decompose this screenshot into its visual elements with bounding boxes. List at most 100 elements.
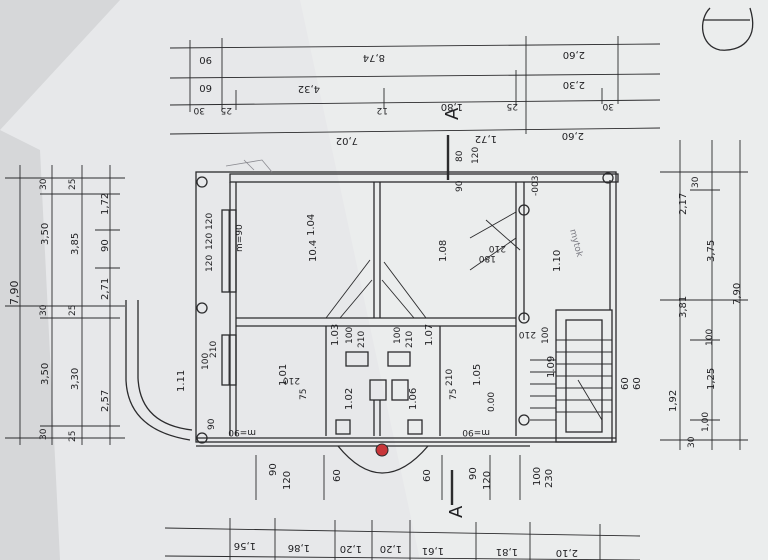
opening-label: 90 xyxy=(207,418,217,430)
section-mark-top: A xyxy=(442,107,463,120)
right-dimension-labels: 7,90 3,81 1,92 2,17 3,75 1,25 60 60 30 1… xyxy=(620,176,743,448)
dim-top-8: 25 xyxy=(221,105,232,115)
dim-left-total: 7,90 xyxy=(8,281,21,306)
dim-top-10: 1,80 xyxy=(441,101,463,112)
dim-bottom-7: 2,10 xyxy=(556,547,578,558)
opening-label: 100 xyxy=(345,327,355,344)
column-marker xyxy=(518,204,530,216)
room-label: 1.11 xyxy=(176,370,187,392)
column-marker xyxy=(518,414,530,426)
dim-left-b2: 3,85 xyxy=(70,233,81,255)
annotation: -003 xyxy=(531,176,541,196)
dim-left-a3: 30 xyxy=(39,304,49,316)
left-windows xyxy=(221,209,237,386)
room-label: 1.07 xyxy=(424,324,435,346)
door-swings xyxy=(325,211,521,319)
opening-label: 210 xyxy=(283,375,300,385)
dim-bottom-2: 1,86 xyxy=(288,542,310,553)
annotations: m=90 m=90 m=90 -003 0.00 xyxy=(228,176,541,437)
dim-top-13: 7,02 xyxy=(336,135,358,146)
dim-right-a1: 3,81 xyxy=(678,296,689,318)
section-mark-bottom: A xyxy=(446,505,467,518)
column-marker xyxy=(196,302,208,314)
curved-wall-inner xyxy=(137,300,193,431)
opening-label: 210 xyxy=(445,369,455,386)
dim-right-c4: 30 xyxy=(687,436,697,448)
column-marker xyxy=(196,432,208,444)
dim-bottom-r2-1: 90 xyxy=(268,463,279,476)
dim-bottom-r2-5: 90 xyxy=(468,467,479,480)
opening-label: 120 xyxy=(471,147,481,164)
room-label: 1.05 xyxy=(472,364,483,386)
room-label: 1.02 xyxy=(344,388,355,410)
dim-top-5: 4,32 xyxy=(298,83,320,94)
dim-left-a1: 30 xyxy=(39,178,49,190)
dim-top-15: 2,60 xyxy=(562,130,584,141)
opening-label: 210 xyxy=(209,341,219,358)
opening-label: 75 xyxy=(449,389,459,400)
dim-left-c2: 90 xyxy=(100,239,111,252)
dim-top-11: 25 xyxy=(507,101,518,111)
dim-left-b3: 25 xyxy=(68,305,78,316)
room-label: 10.4 xyxy=(308,240,319,262)
annotation: m=90 xyxy=(228,427,256,437)
right-dimension-chain xyxy=(660,140,748,450)
dim-bottom-r2-2: 120 xyxy=(282,471,293,490)
opening-label: 120 xyxy=(205,233,215,250)
opening-label: 100 xyxy=(201,353,211,370)
section-circle xyxy=(701,7,754,51)
dim-left-b5: 25 xyxy=(68,431,78,442)
dim-left-c4: 2,57 xyxy=(100,390,111,412)
opening-label: 120 xyxy=(205,213,215,230)
curved-wall xyxy=(125,300,191,441)
bottom-dimension-labels: 1,56 1,86 1,20 1,20 1,61 1,81 2,10 90 12… xyxy=(234,463,578,558)
dim-left-a4: 3,50 xyxy=(40,363,51,385)
dim-left-a2: 3,50 xyxy=(40,223,51,245)
opening-label: 90 xyxy=(455,180,465,192)
dim-right-c2: 100 xyxy=(705,329,715,346)
dim-left-b4: 3,30 xyxy=(70,368,81,390)
dim-top-9: 12 xyxy=(377,105,388,115)
dim-top-6: 2,30 xyxy=(563,79,585,90)
room-label: 1.08 xyxy=(438,240,449,262)
dim-bottom-r2-4: 60 xyxy=(422,469,433,482)
opening-label: 75 xyxy=(299,389,309,400)
column-marker xyxy=(518,312,530,324)
entrance-arc xyxy=(337,445,429,474)
annotation: 0.00 xyxy=(487,392,497,412)
dim-right-b2: 3,75 xyxy=(706,240,717,262)
top-dimension-chain xyxy=(169,36,661,135)
annotation: m=90 xyxy=(462,427,490,437)
left-dimension-labels: 7,90 30 3,50 30 3,50 30 25 3,85 25 3,30 … xyxy=(8,178,111,442)
opening-label: 80 xyxy=(455,150,465,162)
dim-right-total: 7,90 xyxy=(732,283,743,305)
dim-right-c3: 1,00 xyxy=(701,412,711,432)
dim-bottom-3: 1,20 xyxy=(340,543,362,554)
room-label: 1.03 xyxy=(330,324,341,346)
dim-bottom-4: 1,20 xyxy=(380,543,402,554)
staircase xyxy=(530,309,613,443)
dim-right-c1: 30 xyxy=(691,176,701,188)
dim-top-12: 30 xyxy=(602,101,614,111)
pencil-sketch xyxy=(225,159,273,173)
interior-walls xyxy=(236,182,516,436)
opening-label: 100 xyxy=(541,327,551,344)
dim-top-2: 8,74 xyxy=(363,52,385,63)
room-label: 1.10 xyxy=(552,250,563,272)
dim-right-b1: 2,17 xyxy=(678,193,689,215)
dim-top-4: 60 xyxy=(199,82,212,93)
dim-bottom-5: 1,61 xyxy=(422,545,444,556)
bottom-dimension-chain xyxy=(164,455,641,560)
dim-bottom-r2-7: 100 xyxy=(532,467,543,486)
dim-top-1: 90 xyxy=(199,54,212,65)
dim-top-3: 2,60 xyxy=(563,49,585,60)
opening-label: 210 xyxy=(489,243,506,253)
dim-left-c3: 2,71 xyxy=(100,278,111,300)
opening-labels: 80 120 90 120 120 120 90 100 210 210 180… xyxy=(201,147,551,430)
dim-top-7: 30 xyxy=(193,105,205,115)
dim-right-b5: 60 xyxy=(620,377,631,390)
opening-label: 120 xyxy=(205,255,215,272)
dim-right-b3: 1,25 xyxy=(706,368,717,390)
